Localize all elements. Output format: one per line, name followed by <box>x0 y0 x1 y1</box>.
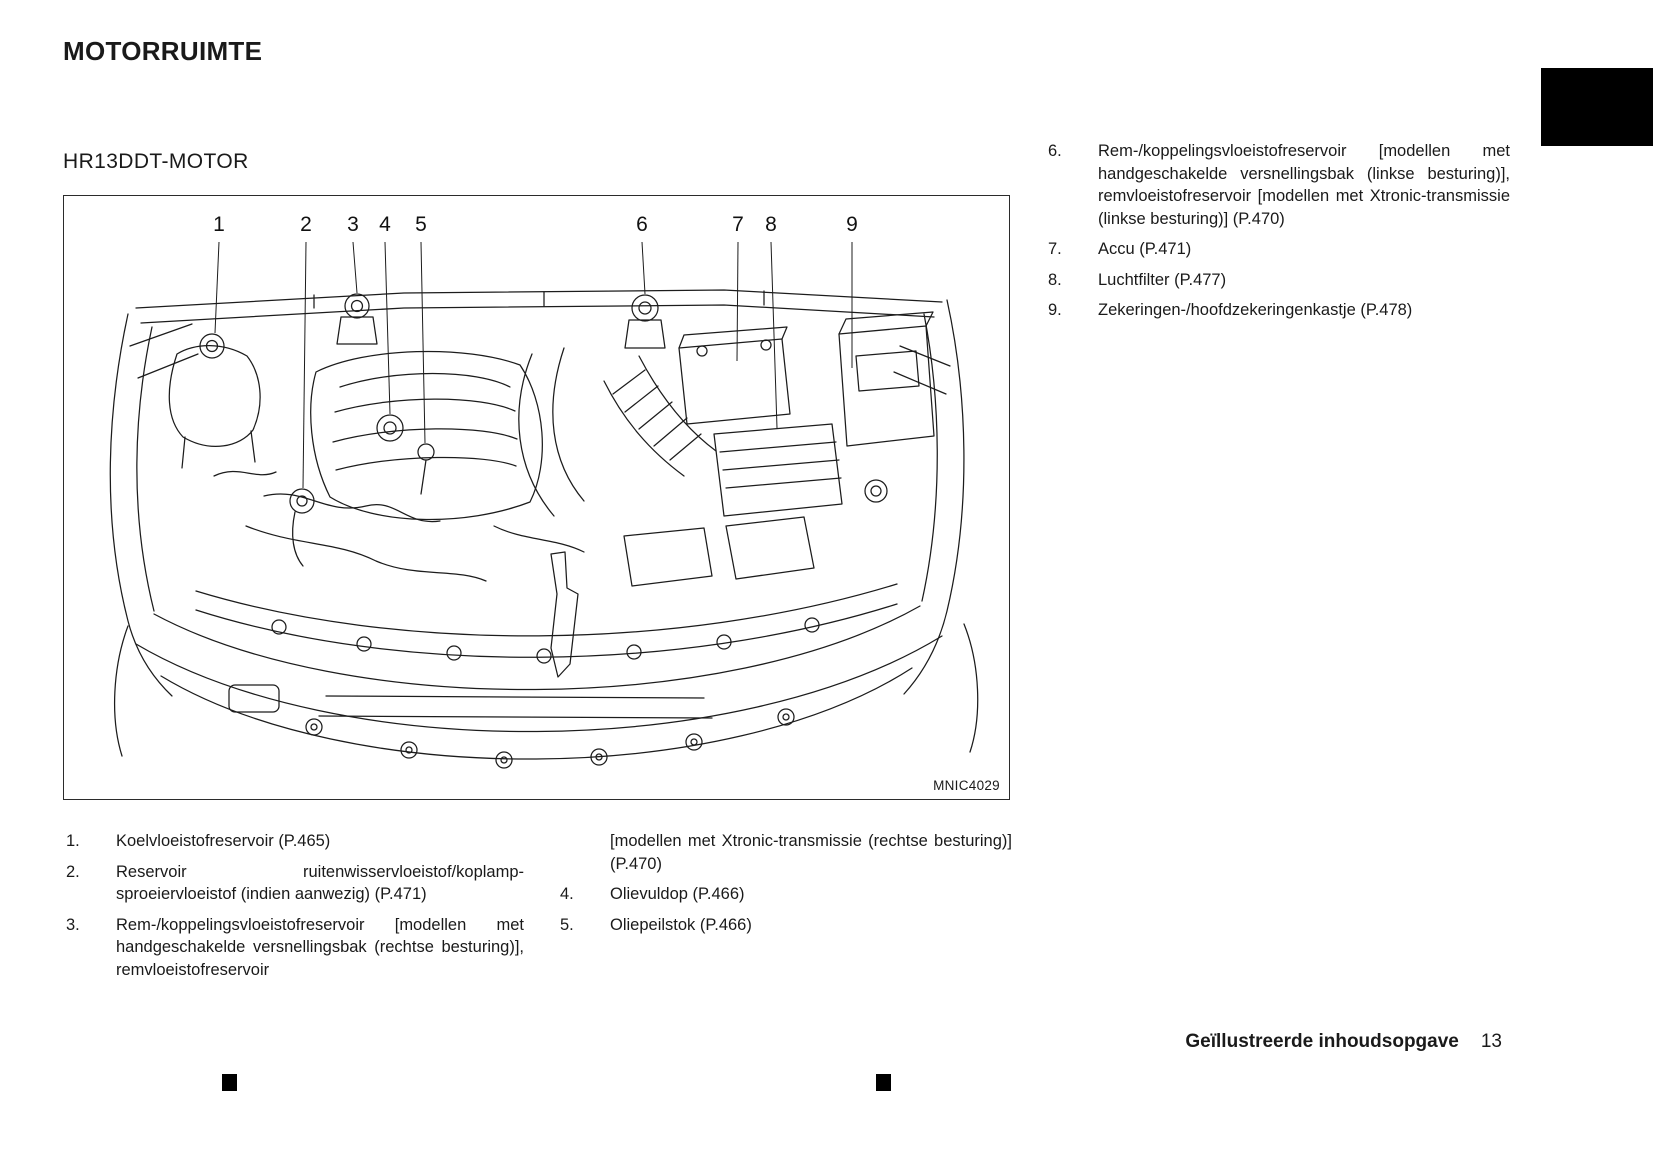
legend-item-text: Reservoir ruitenwisservloeistof/koplamp-… <box>116 862 524 904</box>
legend-item-3: 3. Rem-/koppelingsvloeistofreservoir [mo… <box>66 914 524 982</box>
legend-item-text: Rem-/koppelingsvloeistofreservoir [model… <box>1098 142 1510 228</box>
legend-item-9: 9. Zekeringen-/hoofdzekeringenkastje (P.… <box>1048 299 1510 322</box>
legend-item-text: Oliepeilstok (P.466) <box>610 915 752 934</box>
figure-code: MNIC4029 <box>933 778 1000 793</box>
legend-item-number: 3. <box>66 915 80 934</box>
legend-item-number: 9. <box>1048 301 1062 319</box>
section-tab-marker <box>1541 68 1653 146</box>
legend-item-7: 7. Accu (P.471) <box>1048 238 1510 261</box>
legend-item-4: 4. Olievuldop (P.466) <box>560 883 1012 906</box>
legend-item-number: 6. <box>1048 142 1062 160</box>
figure-callout-8: 8 <box>765 213 777 236</box>
legend-item-text: [modellen met Xtronic-transmissie (recht… <box>610 832 1012 873</box>
legend-item-6: 6. Rem-/koppelingsvloeistofreservoir [mo… <box>1048 140 1510 230</box>
engine-bay-drawing <box>109 241 979 769</box>
footer-section-label: Geïllustreerde inhoudsopgave <box>1185 1031 1459 1052</box>
legend-item-text: Olievuldop (P.466) <box>610 885 745 903</box>
legend-item-8: 8. Luchtfilter (P.477) <box>1048 269 1510 292</box>
figure-callout-9: 9 <box>846 213 858 236</box>
legend-item-text: Rem-/koppelingsvloeistofreservoir [model… <box>116 915 524 979</box>
engine-model-heading: HR13DDT-MOTOR <box>63 150 249 173</box>
page-number: 13 <box>1480 1031 1502 1052</box>
figure-callout-6: 6 <box>636 213 648 236</box>
figure-callout-3: 3 <box>347 213 359 236</box>
legend-item-number: 4. <box>560 885 574 903</box>
legend-item-3-continued: [modellen met Xtronic-transmissie (recht… <box>560 830 1012 875</box>
page-footer: Geïllustreerde inhoudsopgave 13 <box>1185 1031 1502 1053</box>
figure-callout-7: 7 <box>732 213 744 236</box>
legend-right-column: 6. Rem-/koppelingsvloeistofreservoir [mo… <box>1048 140 1510 330</box>
callout-leader-lines <box>214 241 853 489</box>
legend-item-text: Koelvloeistofreservoir (P.465) <box>116 832 331 850</box>
figure-callout-5: 5 <box>415 213 427 236</box>
print-registration-mark <box>222 1074 237 1091</box>
figure-callout-2: 2 <box>300 213 312 236</box>
legend-bottom-right-column: [modellen met Xtronic-transmissie (recht… <box>560 830 1012 944</box>
legend-item-text: Luchtfilter (P.477) <box>1098 270 1227 289</box>
legend-item-number: 1. <box>66 832 80 850</box>
legend-item-2: 2. Reservoir ruitenwisservloeistof/kopla… <box>66 861 524 906</box>
page-title: MOTORRUIMTE <box>63 36 263 66</box>
legend-item-number: 7. <box>1048 240 1062 258</box>
figure-callout-1: 1 <box>213 213 225 236</box>
legend-item-5: 5. Oliepeilstok (P.466) <box>560 914 1012 937</box>
legend-item-number: 5. <box>560 915 574 934</box>
legend-item-1: 1. Koelvloeistofreservoir (P.465) <box>66 830 524 853</box>
legend-item-number <box>560 830 610 875</box>
print-registration-mark <box>876 1074 891 1091</box>
legend-item-number: 2. <box>66 862 80 881</box>
legend-bottom-left-column: 1. Koelvloeistofreservoir (P.465) 2. Res… <box>66 830 524 989</box>
legend-item-text: Accu (P.471) <box>1098 240 1192 258</box>
figure-callout-4: 4 <box>379 213 391 236</box>
engine-bay-figure: 1 2 3 4 5 6 7 8 9 MNIC4029 <box>63 195 1010 800</box>
legend-item-text: Zekeringen-/hoofdzekeringenkastje (P.478… <box>1098 301 1413 319</box>
legend-item-number: 8. <box>1048 270 1062 289</box>
